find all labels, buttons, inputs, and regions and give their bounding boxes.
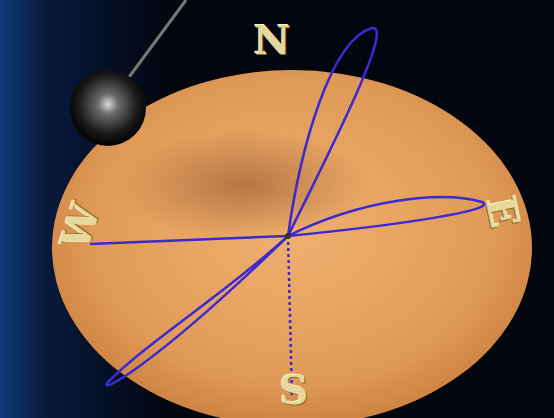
pendulum-trace	[90, 28, 484, 398]
pendulum-bob	[70, 70, 146, 146]
compass-letter: N	[254, 20, 291, 60]
compass-letter: S	[280, 370, 309, 410]
rotating-disk	[52, 70, 532, 418]
center-dot	[285, 233, 291, 239]
